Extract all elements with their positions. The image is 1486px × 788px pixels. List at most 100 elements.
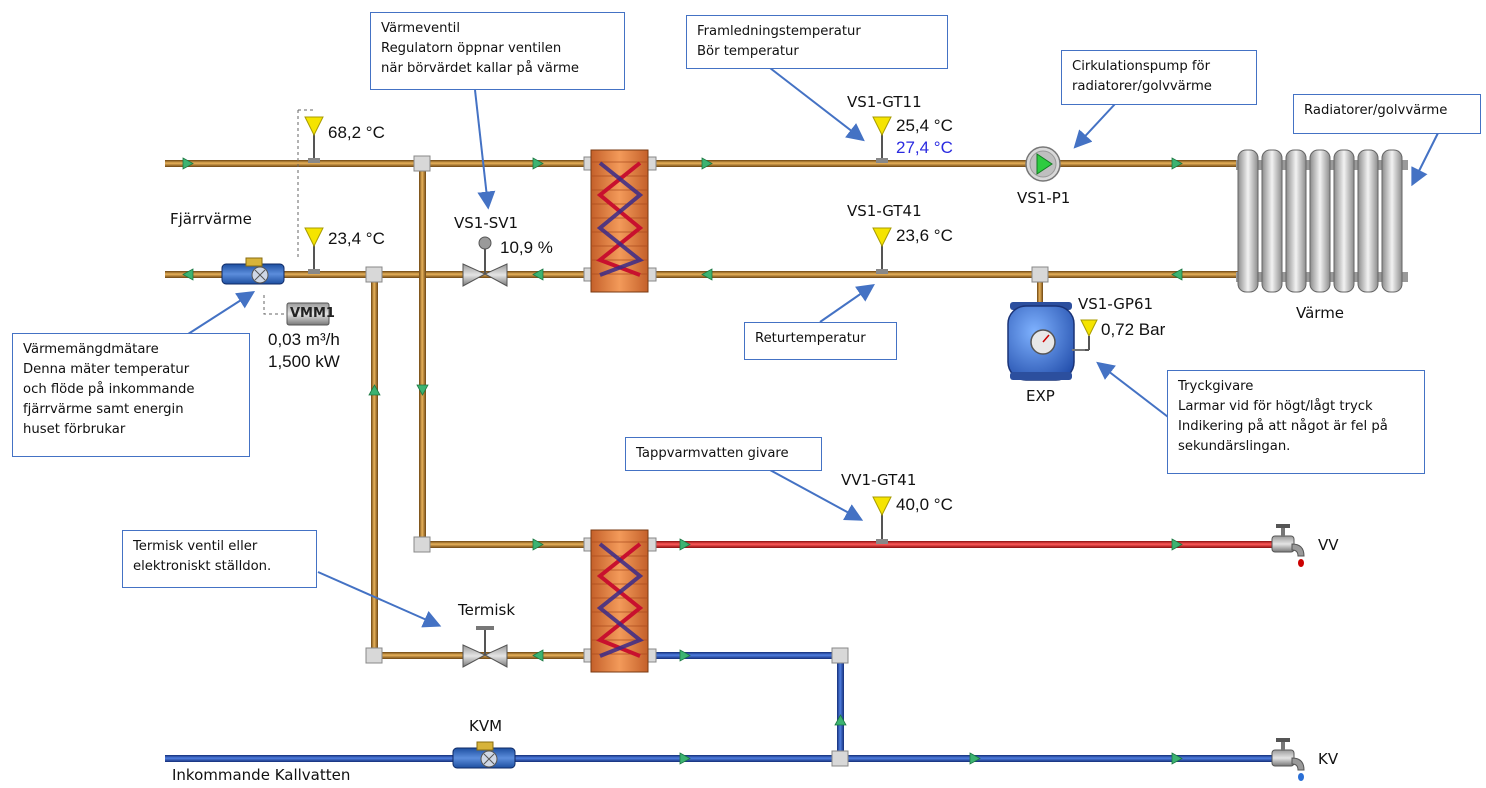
label-fjarrvarme: Fjärrvärme	[170, 210, 252, 228]
callout-line: och flöde på inkommande	[23, 382, 195, 397]
callout-line: Värmeventil	[381, 21, 461, 36]
callout-framledning: Framledningstemperatur Bör temperatur	[686, 15, 948, 69]
flow-arrow	[834, 714, 847, 726]
callout-line: Regulatorn öppnar ventilen	[381, 41, 562, 56]
circulation-pump-icon[interactable]	[1025, 146, 1061, 182]
dhw-primary-return-riser	[371, 276, 378, 656]
callout-line: Värmemängdmätare	[23, 342, 159, 357]
flow-arrow	[182, 268, 194, 281]
value-gp61-pressure: 0,72 Bar	[1101, 320, 1166, 339]
flow-arrow	[1171, 157, 1183, 170]
cold-to-dhw-pipe	[652, 652, 844, 659]
incoming-cold-water-pipe	[165, 755, 1280, 762]
expansion-tank-icon[interactable]	[1007, 302, 1085, 381]
arrow-varmeventil	[474, 89, 496, 210]
arrow-tryckgivare	[1096, 361, 1173, 421]
callout-returtemperatur: Returtemperatur	[744, 322, 897, 360]
callout-line: Cirkulationspump för	[1072, 59, 1211, 74]
value-vmm1-power: 1,500 kW	[268, 352, 340, 371]
hot-water-tap-icon[interactable]	[1271, 524, 1305, 567]
label-termisk: Termisk	[458, 601, 516, 619]
sensor-gp61-icon	[1080, 319, 1098, 351]
cold-water-riser	[837, 655, 844, 759]
flow-arrow	[701, 268, 713, 281]
callout-tappvarmvatten: Tappvarmvatten givare	[625, 437, 822, 471]
callout-line: Larmar vid för högt/lågt tryck	[1178, 399, 1373, 414]
pipe-fittings	[365, 155, 1049, 767]
callout-cirkulationspump: Cirkulationspump för radiatorer/golvvärm…	[1061, 50, 1257, 105]
callout-line: Bör temperatur	[697, 44, 799, 59]
label-exp: EXP	[1026, 387, 1055, 405]
callout-line: fjärrvärme samt energin	[23, 402, 184, 417]
flow-arrow	[701, 157, 713, 170]
callout-line: elektroniskt ställdon.	[133, 559, 272, 574]
control-valve-sv1-icon[interactable]	[462, 236, 508, 287]
vmm1-box[interactable]	[286, 302, 330, 326]
sensor-supply-primary-icon	[304, 116, 324, 163]
arrow-cirkulationspump	[1073, 103, 1116, 149]
label-vmm1: VMM1	[290, 306, 335, 321]
callout-line: Framledningstemperatur	[697, 24, 861, 39]
secondary-return-pipe	[652, 271, 1242, 278]
label-vs1-sv1: VS1-SV1	[454, 214, 519, 232]
label-vs1-gt41: VS1-GT41	[847, 202, 922, 220]
label-inkommande-kallvatten: Inkommande Kallvatten	[172, 766, 351, 784]
sensor-vv1-gt41-icon	[872, 496, 892, 544]
dhw-primary-supply-riser	[419, 165, 426, 545]
callout-line: Denna mäter temperatur	[23, 362, 190, 377]
primary-supply-pipe	[165, 160, 590, 167]
arrow-radiatorer	[1411, 132, 1439, 187]
label-kvm: KVM	[469, 717, 503, 735]
flow-arrow	[679, 649, 691, 662]
value-gt11-actual: 25,4 °C	[896, 116, 953, 135]
flow-arrow	[532, 157, 544, 170]
label-varme: Värme	[1296, 304, 1345, 322]
flow-arrows	[182, 157, 1183, 765]
sensor-return-primary-icon	[304, 227, 324, 274]
callout-arrows	[184, 67, 1439, 628]
value-valve-sv1: 10,9 %	[500, 238, 553, 257]
callout-line: Tryckgivare	[1178, 379, 1254, 394]
callout-varmeventil: Värmeventil Regulatorn öppnar ventilen n…	[370, 12, 625, 90]
value-supply-primary: 68,2 °C	[328, 123, 385, 142]
arrow-termisk-ventil	[317, 571, 442, 628]
arrow-framledning	[769, 67, 865, 142]
callout-line: Radiatorer/golvvärme	[1304, 103, 1448, 118]
cold-water-meter-icon[interactable]	[452, 741, 516, 769]
label-vs1-gp61: VS1-GP61	[1078, 295, 1154, 313]
value-gt11-setpoint: 27,4 °C	[896, 138, 953, 157]
callout-line: radiatorer/golvvärme	[1072, 79, 1212, 94]
value-return-primary: 23,4 °C	[328, 229, 385, 248]
value-gt41-return: 23,6 °C	[896, 226, 953, 245]
flow-arrow	[1171, 268, 1183, 281]
flow-arrow	[679, 538, 691, 551]
label-vv: VV	[1318, 536, 1339, 554]
callout-line: när börvärdet kallar på värme	[381, 61, 580, 76]
value-vmm1-flow: 0,03 m³/h	[268, 330, 340, 349]
vmm1-dashed-link	[263, 109, 314, 315]
callout-line: sekundärslingan.	[1178, 439, 1291, 454]
flow-arrow	[182, 157, 194, 170]
callout-line: Termisk ventil eller	[133, 539, 258, 554]
flow-arrow	[532, 538, 544, 551]
heat-exchanger-heating	[590, 149, 649, 293]
callout-line: Tappvarmvatten givare	[636, 446, 789, 461]
thermal-valve-icon[interactable]	[462, 626, 508, 668]
radiator	[1236, 149, 1408, 293]
heat-meter-icon[interactable]	[221, 257, 285, 285]
temperature-sensors	[304, 116, 1098, 544]
cold-water-tap-icon[interactable]	[1271, 738, 1305, 781]
heat-exchanger-dhw	[590, 529, 649, 673]
callout-line: huset förbrukar	[23, 422, 126, 437]
secondary-supply-pipe	[652, 160, 1242, 167]
flow-arrow	[368, 384, 381, 396]
label-vv1-gt41: VV1-GT41	[841, 471, 917, 489]
flow-arrow	[969, 752, 981, 765]
arrow-returtemperatur	[819, 283, 875, 323]
arrow-tappvarmvatten	[769, 469, 864, 521]
callout-termisk-ventil: Termisk ventil eller elektroniskt ställd…	[122, 530, 317, 588]
flow-arrow	[416, 384, 429, 396]
sensor-gt41-icon	[872, 227, 892, 274]
flow-arrow	[679, 752, 691, 765]
